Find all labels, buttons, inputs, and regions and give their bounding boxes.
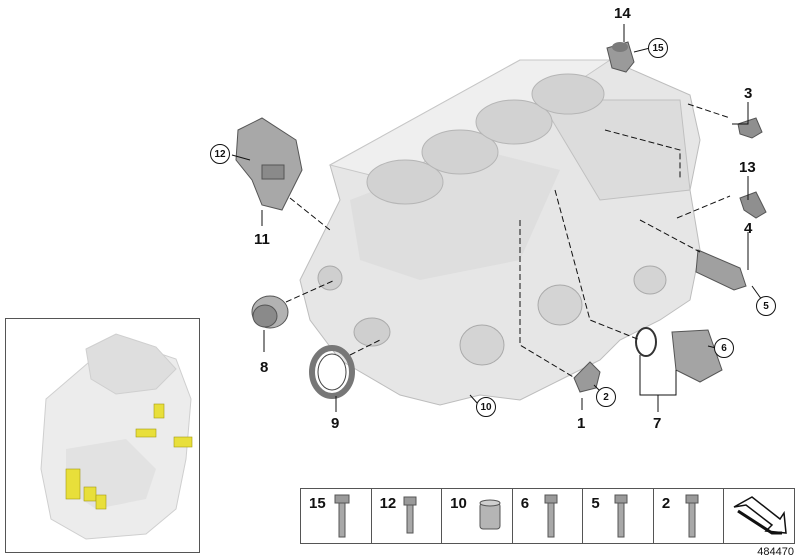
legend-number: 6 [520,495,530,512]
engine-block [299,59,701,406]
bolt-icon [685,494,699,538]
legend-item-6: 6 [513,489,584,543]
overview-inset [5,318,200,553]
callout-1: 1 [577,415,586,432]
legend-number: 12 [379,495,397,512]
bolt-icon [403,496,417,534]
legend-item-12: 12 [372,489,443,543]
sensor-part-14 [606,41,635,73]
bolt-icon [614,494,628,538]
plug-part-8 [251,295,289,329]
callout-12: 12 [210,144,230,164]
overview-engine-drawing [40,333,193,540]
legend-number: 10 [450,495,467,512]
legend-number: 5 [591,495,600,512]
fitting-part-7 [635,327,723,383]
callout-10: 10 [476,397,496,417]
callout-11: 11 [254,231,270,248]
sensor-part-4 [695,249,747,291]
flange-bolt-icon [334,494,350,538]
callout-13: 13 [739,159,756,176]
callout-9: 9 [331,415,340,432]
callout-14: 14 [614,5,631,22]
leader-lines [231,24,763,412]
callout-3: 3 [744,85,753,102]
legend-item-10: 10 [442,489,513,543]
callout-8: 8 [260,359,269,376]
dowel-sleeve-icon [479,499,501,530]
callout-4: 4 [744,220,753,237]
callout-15: 15 [648,38,668,58]
arrow-icon [734,496,788,535]
legend-number: 15 [309,495,326,512]
fastener-legend: 15 12 10 6 [300,488,795,544]
callout-6: 6 [714,338,734,358]
bracket-part-11 [235,117,303,211]
callout-5: 5 [756,296,776,316]
legend-item-arrow [724,489,794,543]
seal-ring-part-9 [309,345,355,399]
diagram-number: 484470 [757,546,794,558]
callout-2: 2 [596,387,616,407]
legend-item-5: 5 [583,489,654,543]
legend-item-15: 15 [301,489,372,543]
sensor-part-1 [573,361,601,393]
bolt-icon [544,494,558,538]
legend-item-2: 2 [654,489,725,543]
callout-7: 7 [653,415,662,432]
sensor-part-13 [739,191,767,219]
legend-number: 2 [661,495,671,512]
sensor-part-3 [737,117,763,139]
highlighted-parts [65,403,193,510]
